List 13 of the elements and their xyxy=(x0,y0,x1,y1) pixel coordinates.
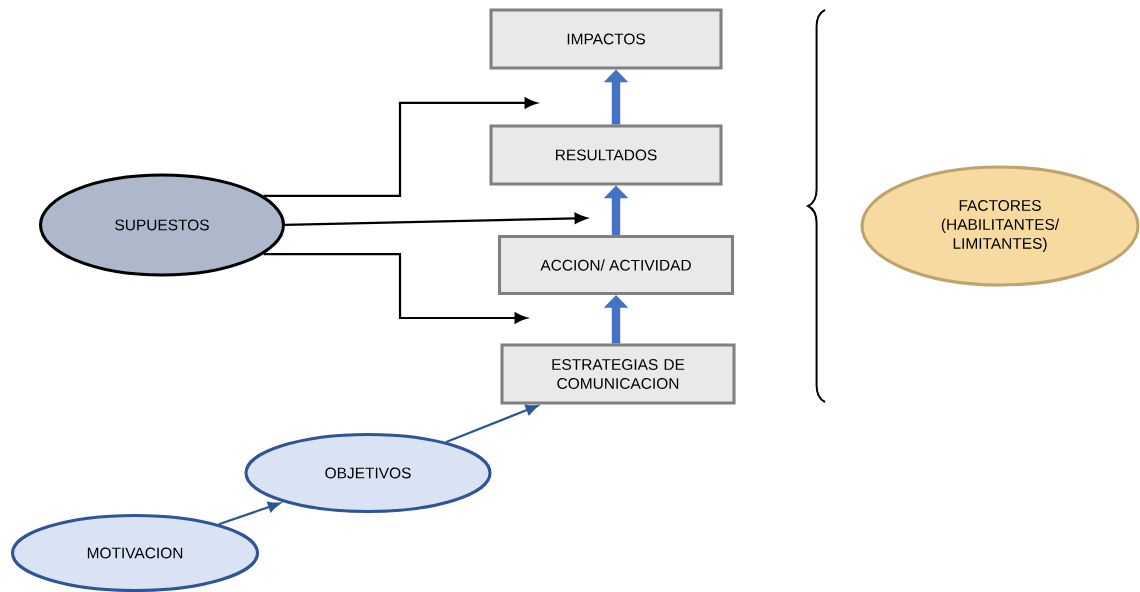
process-box: ESTRATEGIAS DE COMUNICACION xyxy=(500,343,736,405)
ellipse-node: MOTIVACION xyxy=(10,513,260,592)
arrow xyxy=(445,404,539,444)
process-box: RESULTADOS xyxy=(489,124,723,186)
ellipse-node: FACTORES (HABILITANTES/ LIMITANTES) xyxy=(860,165,1140,287)
process-box: ACCION/ ACTIVIDAD xyxy=(497,234,735,296)
ellipse-node: OBJETIVOS xyxy=(244,432,492,514)
ellipse-node: SUPUESTOS xyxy=(38,173,286,277)
arrow xyxy=(285,212,587,227)
arrow xyxy=(218,501,281,526)
process-box: IMPACTOS xyxy=(489,8,723,70)
arrow xyxy=(263,253,527,324)
arrow xyxy=(263,97,537,197)
